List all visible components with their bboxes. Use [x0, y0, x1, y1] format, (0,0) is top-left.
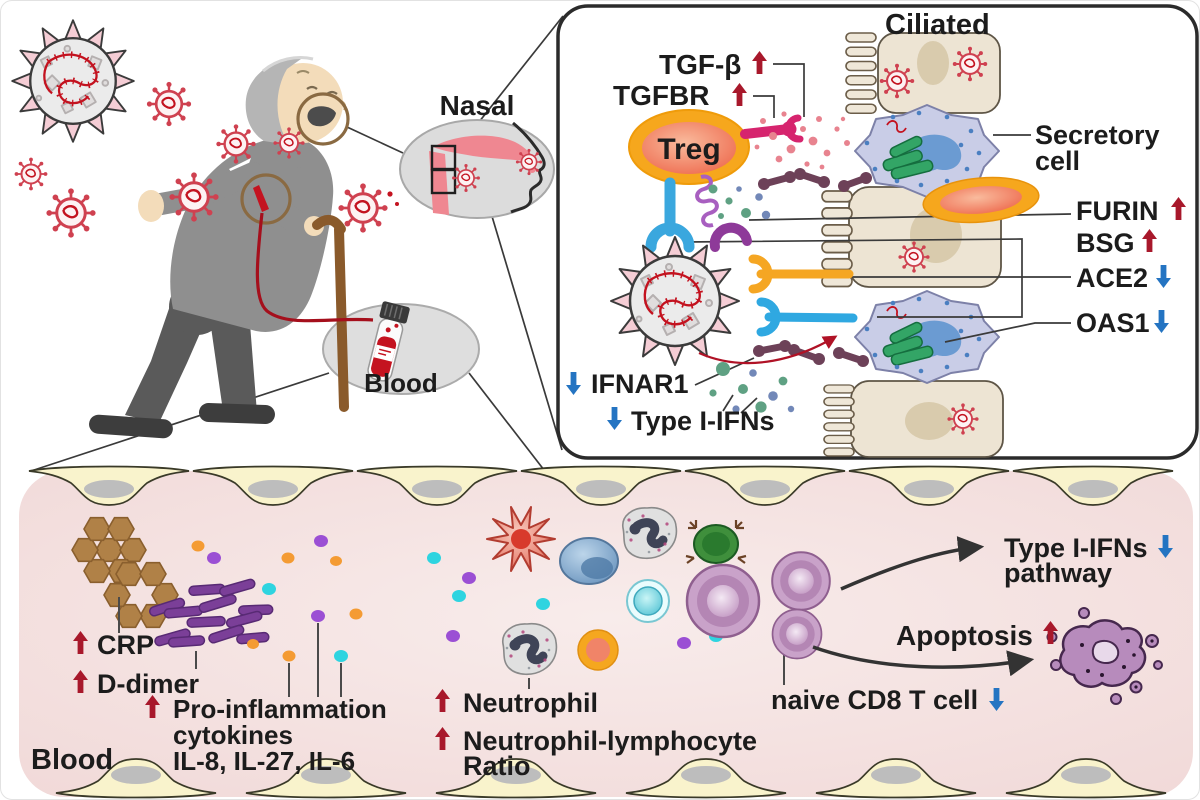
nasal-magnifier	[399, 119, 555, 219]
blood-tubing	[255, 212, 374, 323]
blood-cells	[486, 506, 1163, 705]
ifns-pathway-label-line1: Type I-IFNs	[1004, 533, 1148, 563]
ace2-label: ACE2	[1076, 263, 1148, 293]
man-torso	[138, 136, 334, 332]
furin-label: FURIN	[1076, 196, 1159, 226]
furin-receptor	[709, 222, 752, 252]
ddimer-label: D-dimer	[97, 669, 200, 699]
oas1-label: OAS1	[1076, 308, 1150, 338]
cane	[312, 214, 349, 412]
activated-immune-cell	[486, 506, 556, 572]
epithelium-cells	[821, 32, 1004, 458]
crp-label: CRP	[97, 630, 154, 660]
nasal-airway	[433, 135, 537, 163]
apoptotic-cell	[1046, 607, 1163, 705]
treg-label: Treg	[657, 133, 720, 166]
tgfb-ligand-dots	[754, 111, 850, 170]
type-ifn-dots	[708, 184, 795, 413]
bsg-receptor-epithelium	[756, 297, 858, 337]
coil-receptor	[695, 174, 719, 228]
monocyte-orange	[577, 629, 619, 671]
cytokines-label-line3: IL-8, IL-27, IL-6	[173, 746, 355, 776]
blood-sample-label: Blood	[364, 368, 438, 398]
neutrophil-cell	[623, 508, 677, 559]
ifn-pathway-arrow	[840, 536, 985, 591]
ifns-pathway-label-line2: pathway	[1004, 558, 1112, 588]
secretory-cell-label-line1: Secretory	[1035, 120, 1160, 150]
cytokines-label-line1: Pro-inflammation	[173, 694, 387, 724]
apoptosis-label: Apoptosis	[896, 620, 1033, 651]
nasal-epithelium-panel: Ciliated TGF-β TGFBR Treg Secretory cell…	[556, 4, 1199, 460]
secretory-cell-label-line2: cell	[1035, 146, 1080, 176]
sampling-site-squares	[430, 144, 457, 195]
face-profile-outline	[510, 121, 546, 214]
ddimer-cluster	[148, 578, 274, 648]
elderly-man-illustration	[89, 56, 350, 439]
cd8-t-cell	[771, 608, 823, 660]
label-stems	[118, 597, 785, 697]
nl-ratio-label-line1: Neutrophil-lymphocyte	[463, 726, 757, 756]
neutrophil-cell	[503, 624, 557, 675]
lymphocyte-blue	[559, 537, 619, 585]
type-ifns-label: Type I-IFNs	[631, 406, 775, 436]
man-head	[245, 56, 350, 146]
blood-tube-icon	[367, 301, 410, 382]
mouth-highlight-circle	[296, 92, 350, 146]
bsg-label: BSG	[1076, 228, 1135, 258]
blood-panel-label: Blood	[31, 744, 113, 776]
tgfb-label: TGF-β	[659, 49, 741, 80]
naive-cd8-label: naive CD8 T cell	[771, 685, 978, 715]
ifnar1-label: IFNAR1	[591, 369, 689, 399]
cd8-t-cell	[685, 563, 761, 639]
lymphocyte-teal	[626, 579, 670, 623]
tgfbr-label: TGFBR	[613, 80, 709, 111]
secretory-cell-2	[854, 290, 1000, 384]
treg-cell	[628, 109, 750, 185]
cytokines-label-line2: cytokines	[173, 720, 293, 750]
scene-left: Nasal Blood	[12, 15, 564, 480]
apical-immune-cell	[922, 176, 1040, 224]
blood-vessel-panel: CRP D-dimer Pro-inflammation cytokines I…	[19, 465, 1193, 799]
apoptosis-arrow	[812, 645, 1035, 677]
neutrophil-label: Neutrophil	[463, 688, 598, 718]
receptors-and-ligands	[611, 111, 872, 413]
cd8-t-cell	[771, 551, 831, 611]
cytokine-dots	[191, 535, 723, 662]
b-cell	[685, 520, 747, 564]
ciliated-label: Ciliated	[885, 9, 990, 41]
virus-particles	[12, 20, 399, 240]
nasal-label: Nasal	[440, 90, 515, 121]
open-mouth	[307, 106, 336, 127]
virus-entry-arrow	[698, 335, 838, 365]
nl-ratio-label-line2: Ratio	[463, 751, 531, 781]
ace2-receptor	[748, 254, 854, 294]
blood-draw-site	[240, 173, 292, 225]
blood-sample-magnifier	[322, 301, 480, 395]
